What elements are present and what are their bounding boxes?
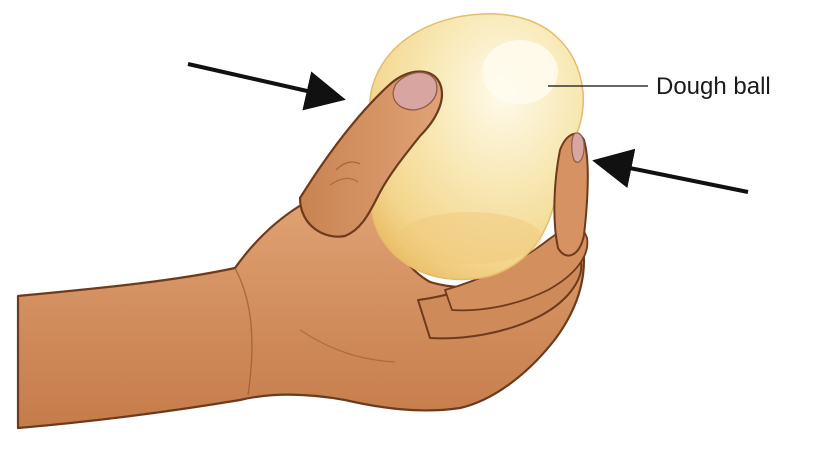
dough-shadow (398, 212, 542, 264)
dough-ball-label: Dough ball (656, 73, 771, 100)
index-fingertip (554, 133, 587, 256)
force-arrow-left (188, 64, 338, 98)
fingernail-right (572, 133, 584, 162)
force-arrow-right (600, 162, 748, 192)
dough-highlight (482, 40, 558, 104)
